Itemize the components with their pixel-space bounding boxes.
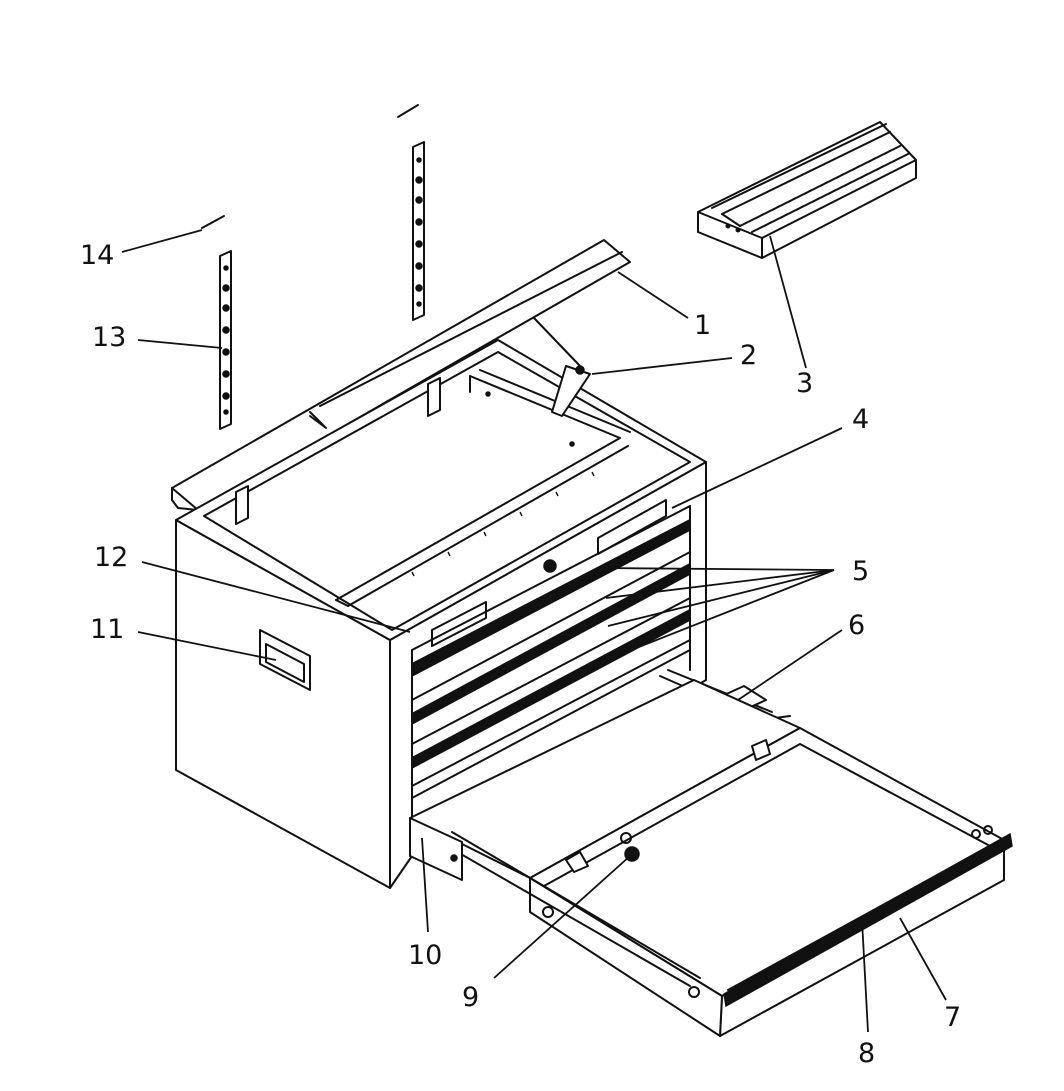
callout-10: 10 (408, 940, 442, 971)
callout-2: 2 (740, 340, 757, 371)
callout-6: 6 (848, 610, 865, 641)
part-13-hinge-strip-right (397, 104, 425, 321)
callout-14: 14 (80, 240, 114, 271)
part-3-tool-tray (697, 121, 917, 259)
callouts: 1 2 3 4 5 6 7 8 9 10 11 12 13 14 (80, 240, 961, 1069)
callout-8: 8 (858, 1038, 875, 1069)
callout-1: 1 (694, 310, 711, 341)
part-14-pin (201, 215, 225, 229)
part-1-lid (171, 239, 631, 511)
callout-12: 12 (94, 542, 128, 573)
callout-11: 11 (90, 614, 124, 645)
callout-7: 7 (944, 1002, 961, 1033)
callout-3: 3 (796, 368, 813, 399)
leader-lines (121, 229, 947, 1033)
part-2-lid-support (533, 317, 591, 417)
chest-body (175, 317, 707, 889)
callout-9: 9 (462, 982, 479, 1013)
open-drawer (409, 669, 1013, 1037)
callout-5: 5 (852, 556, 869, 587)
part-11-side-handle (259, 629, 311, 691)
callout-4: 4 (852, 404, 869, 435)
callout-13: 13 (92, 322, 126, 353)
part-13-hinge-strip-left (219, 250, 232, 430)
